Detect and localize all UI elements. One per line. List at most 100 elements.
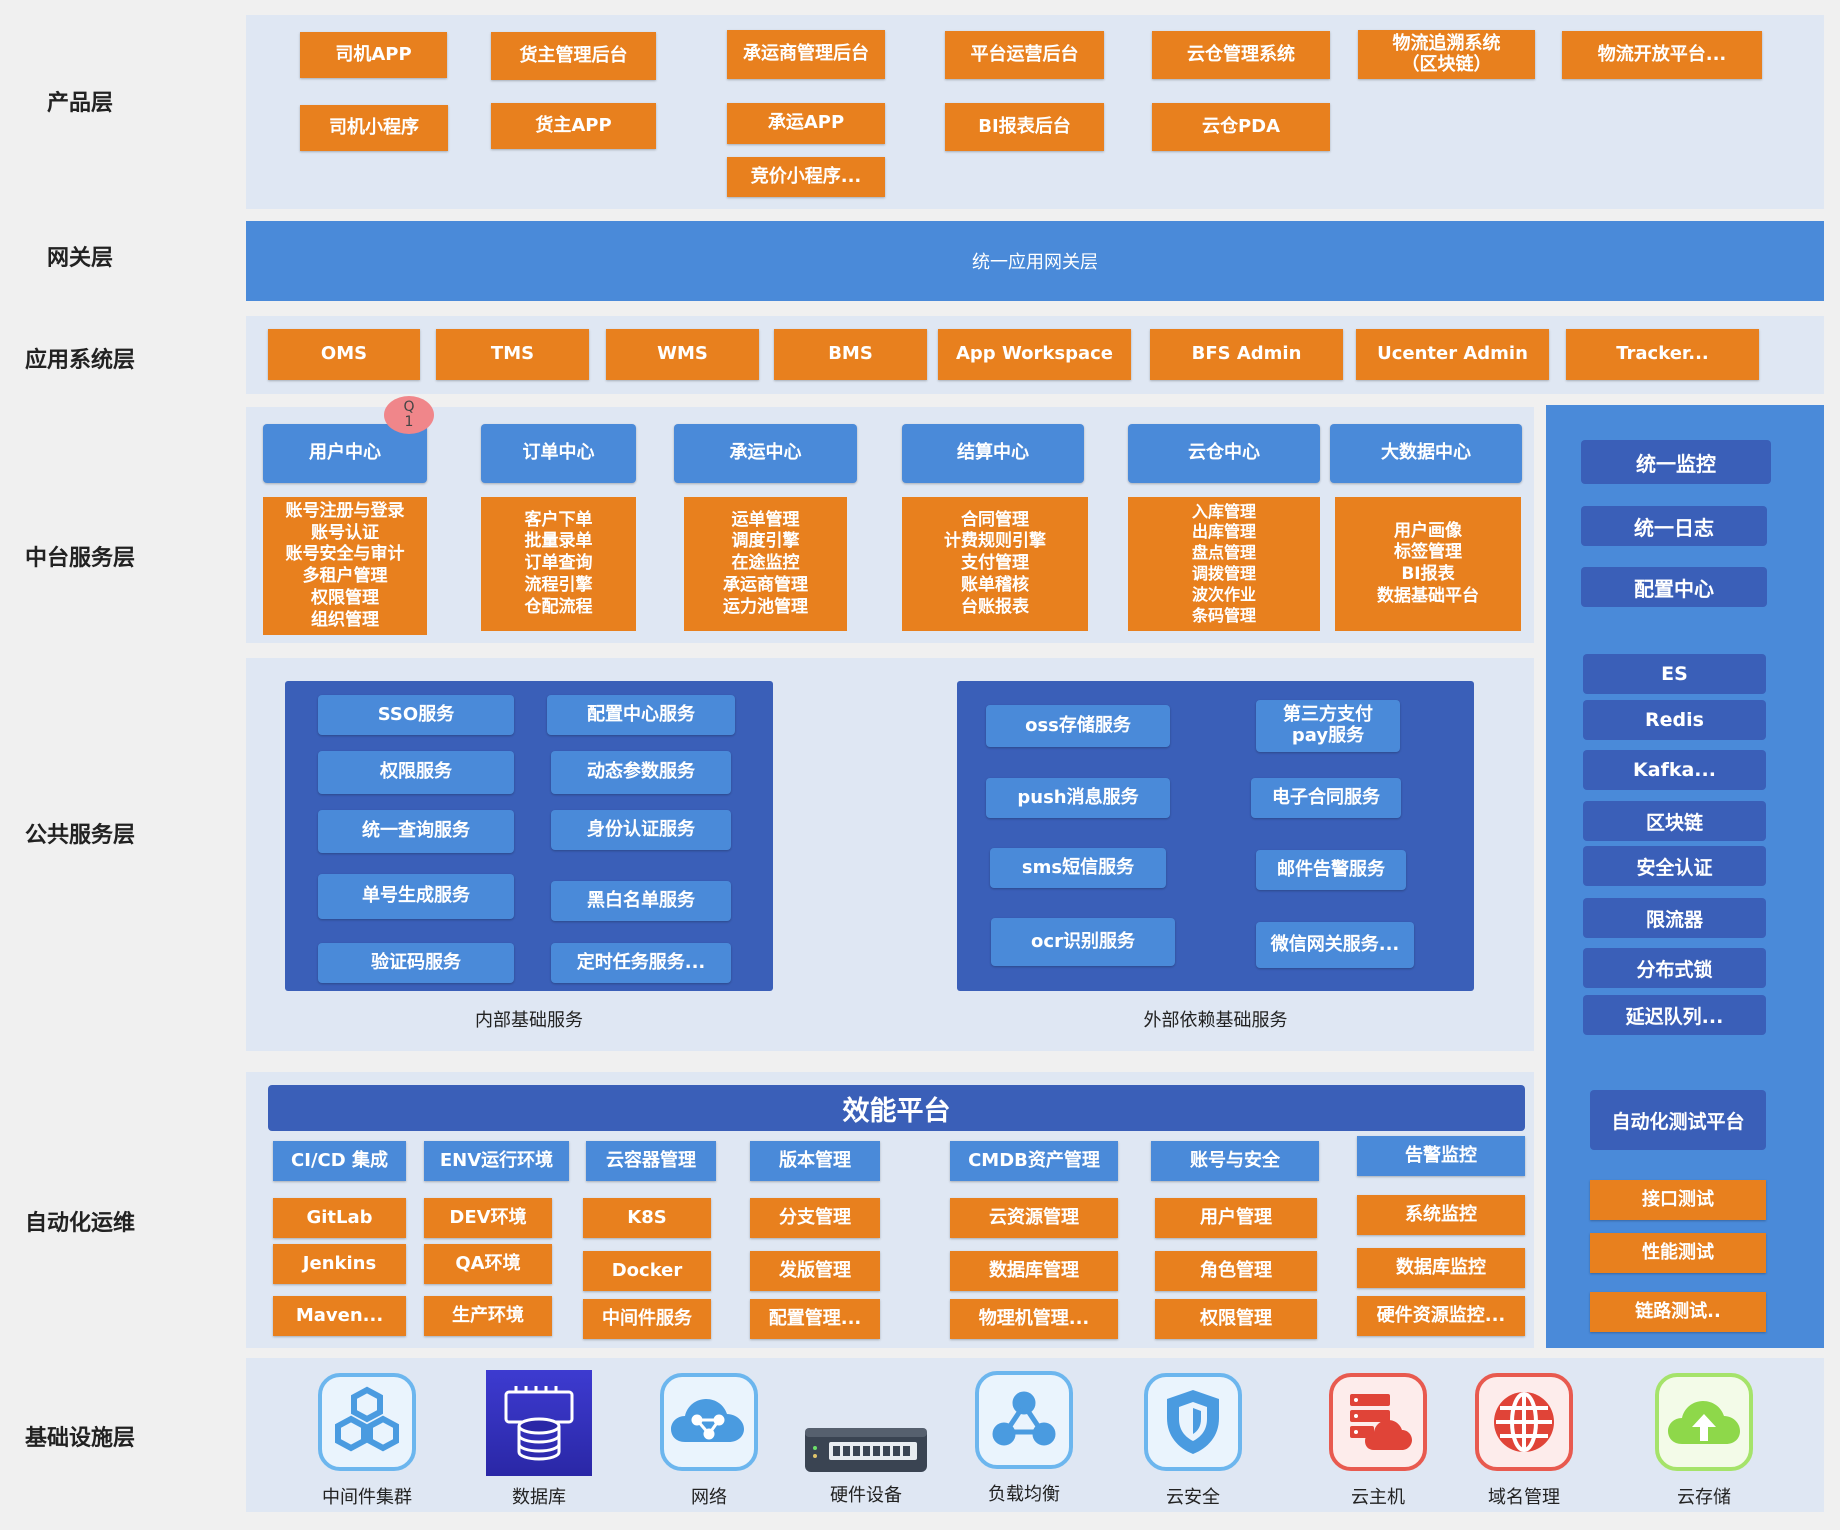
svc-third-party-pay: 第三方支付 pay服务: [1256, 700, 1400, 752]
list-item: 账号认证: [311, 522, 379, 543]
svc-mail-alert: 邮件告警服务: [1256, 850, 1406, 890]
cloud-server-icon: [1328, 1372, 1428, 1472]
ops-middleware-service: 中间件服务: [583, 1299, 711, 1339]
svc-config-center: 配置中心服务: [547, 695, 735, 735]
mw-es: ES: [1583, 654, 1766, 694]
list-item: 流程引擎: [524, 574, 593, 595]
ops-k8s: K8S: [583, 1198, 711, 1238]
list-item: 批量录单: [524, 531, 593, 552]
gateway-band: 统一应用网关层: [246, 221, 1824, 301]
list-item: 权限管理: [311, 587, 379, 608]
ops-docker: Docker: [583, 1251, 711, 1291]
network-switch-icon: [805, 1428, 927, 1472]
list-item: 标签管理: [1394, 542, 1462, 563]
list-item: 客户下单: [524, 509, 593, 530]
ops-permission-mgmt: 权限管理: [1155, 1299, 1317, 1339]
list-item: 运力池管理: [723, 596, 808, 617]
svc-wechat-gateway: 微信网关服务...: [1256, 922, 1414, 968]
svc-serial-number: 单号生成服务: [318, 874, 514, 919]
list-item: 入库管理: [1191, 501, 1256, 521]
mw-rate-limiter: 限流器: [1583, 898, 1766, 938]
list-item: 调拨管理: [1191, 564, 1256, 583]
product-shipper-admin: 货主管理后台: [491, 32, 656, 80]
ops-gitlab: GitLab: [273, 1198, 406, 1238]
svc-cron: 定时任务服务...: [551, 943, 731, 983]
list-item: 波次作业: [1191, 584, 1256, 604]
list-item: 盘点管理: [1191, 543, 1256, 563]
center-bigdata-title: 大数据中心: [1330, 424, 1522, 483]
ops-config-mgmt: 配置管理...: [750, 1299, 880, 1339]
right-unified-monitor: 统一监控: [1581, 440, 1771, 484]
infra-label-network: 网络: [691, 1487, 727, 1508]
infra-label-loadbalancer: 负载均衡: [988, 1484, 1060, 1505]
right-unified-log: 统一日志: [1581, 506, 1767, 546]
list-item: 账号注册与登录: [285, 500, 405, 521]
ops-head-alert: 告警监控: [1357, 1136, 1525, 1176]
app-oms: OMS: [268, 329, 420, 380]
layer-label-app: 应用系统层: [24, 348, 135, 373]
shield-icon: [1143, 1372, 1243, 1472]
infra-label-storage: 云存储: [1677, 1487, 1731, 1508]
test-api: 接口测试: [1590, 1180, 1766, 1220]
mw-kafka: Kafka...: [1583, 750, 1766, 790]
test-performance: 性能测试: [1590, 1233, 1766, 1273]
center-cloudwh-items: 入库管理 出库管理 盘点管理 调拨管理 波次作业 条码管理: [1128, 497, 1320, 631]
infra-label-security: 云安全: [1166, 1487, 1220, 1508]
external-services-caption: 外部依赖基础服务: [1143, 1010, 1288, 1031]
center-carrier-items: 运单管理 调度引擎 在途监控 承运商管理 运力池管理: [684, 497, 847, 631]
svc-push: push消息服务: [986, 778, 1170, 818]
list-item: 条码管理: [1191, 605, 1256, 625]
database-icon: [486, 1370, 592, 1476]
svc-econtract: 电子合同服务: [1251, 778, 1401, 818]
center-cloudwh-title: 云仓中心: [1128, 424, 1320, 483]
ops-jenkins: Jenkins: [273, 1244, 406, 1284]
list-item: 调度引擎: [731, 531, 800, 552]
ops-head-cmdb: CMDB资产管理: [950, 1141, 1118, 1181]
app-workspace: App Workspace: [938, 329, 1131, 380]
list-item: 多租户管理: [302, 566, 388, 586]
center-carrier-title: 承运中心: [674, 424, 857, 483]
ops-user-mgmt: 用户管理: [1155, 1198, 1317, 1238]
product-carrier-admin: 承运商管理后台: [727, 30, 885, 79]
list-item: 承运商管理: [723, 574, 808, 595]
svc-sso: SSO服务: [318, 695, 514, 735]
layer-label-public: 公共服务层: [24, 823, 135, 848]
ops-head-account: 账号与安全: [1151, 1141, 1319, 1181]
ops-head-env: ENV运行环境: [424, 1141, 569, 1181]
app-tracker: Tracker...: [1566, 329, 1759, 380]
ops-qa-env: QA环境: [424, 1244, 552, 1284]
svc-unified-query: 统一查询服务: [318, 810, 514, 853]
infra-label-middleware: 中间件集群: [322, 1487, 412, 1508]
infra-label-hardware: 硬件设备: [830, 1485, 902, 1506]
list-item: 仓配流程: [524, 596, 593, 617]
cloud-upload-icon: [1654, 1372, 1754, 1472]
ops-physical-machine: 物理机管理...: [950, 1299, 1118, 1339]
list-item: 出库管理: [1191, 522, 1256, 542]
layer-label-infra: 基础设施层: [24, 1426, 135, 1451]
svc-identity-auth: 身份认证服务: [551, 810, 731, 850]
ops-prod-env: 生产环境: [424, 1296, 552, 1336]
ops-release-mgmt: 发版管理: [750, 1251, 880, 1291]
ops-system-monitor: 系统监控: [1357, 1195, 1525, 1235]
test-trace: 链路测试..: [1590, 1292, 1766, 1332]
product-bi-admin: BI报表后台: [945, 103, 1104, 151]
app-wms: WMS: [606, 329, 759, 380]
list-item: 订单查询: [524, 553, 593, 574]
product-platform-admin: 平台运营后台: [945, 31, 1104, 79]
ops-maven: Maven...: [273, 1296, 406, 1336]
mw-blockchain: 区块链: [1583, 801, 1766, 841]
list-item: 账单稽核: [961, 574, 1029, 595]
svc-captcha: 验证码服务: [318, 943, 514, 983]
list-item: 组织管理: [311, 609, 379, 630]
product-carrier-app: 承运APP: [727, 103, 885, 144]
mw-redis: Redis: [1583, 700, 1766, 740]
cloud-network-icon: [659, 1372, 759, 1472]
ops-head-version: 版本管理: [750, 1141, 880, 1181]
center-user-items: 账号注册与登录 账号认证 账号安全与审计 多租户管理 权限管理 组织管理: [263, 497, 427, 635]
internal-services-caption: 内部基础服务: [475, 1010, 583, 1031]
globe-icon: [1474, 1372, 1574, 1472]
svc-permission: 权限服务: [318, 751, 514, 794]
product-cloud-wms: 云仓管理系统: [1152, 31, 1330, 79]
infra-label-cloud-host: 云主机: [1351, 1487, 1405, 1508]
comment-badge[interactable]: Q 1: [384, 396, 434, 434]
